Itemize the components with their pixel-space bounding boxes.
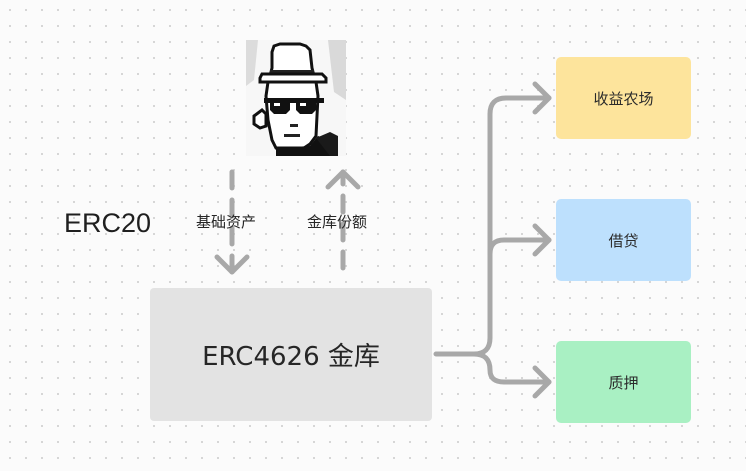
target-label-lend: 借贷 (608, 231, 639, 250)
target-node-collateral: 质押 (556, 341, 691, 423)
target-label-farm: 收益农场 (593, 89, 654, 108)
target-label-collateral: 质押 (608, 373, 639, 392)
vault-shares-label: 金库份额 (307, 213, 368, 231)
arrowhead-farm (532, 81, 552, 115)
arrowhead-collateral (532, 365, 552, 399)
pixel-avatar-icon (246, 40, 346, 156)
branch-connector (433, 81, 552, 399)
shares-arrow (325, 169, 361, 271)
arrowhead-lend (532, 223, 552, 257)
target-node-lend: 借贷 (556, 199, 691, 281)
deposit-asset-label: 基础资产 (196, 213, 257, 231)
target-node-farm: 收益农场 (556, 57, 691, 139)
vault-label: ERC4626 金库 (202, 342, 380, 372)
deposit-arrow (214, 169, 250, 275)
token-standard-label: ERC20 (64, 208, 152, 238)
vault-node: ERC4626 金库 (150, 288, 432, 421)
